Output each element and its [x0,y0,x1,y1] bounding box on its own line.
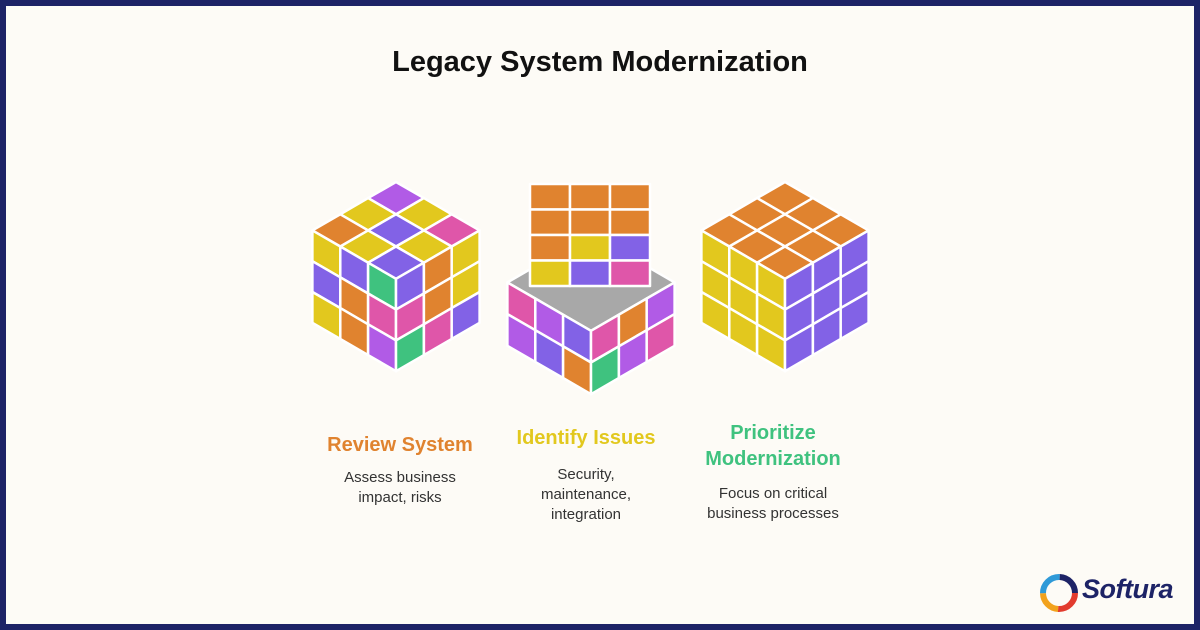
cube-tile [528,182,572,211]
step-prioritize: Prioritize Modernization Focus on critic… [673,420,873,524]
cube-tile [608,208,652,237]
step-description-line: Focus on critical [718,485,828,502]
step-heading: Prioritize [730,422,816,444]
disassembled-cube-icon [506,182,676,396]
cube-tile [528,259,572,288]
step-heading: Modernization [705,448,841,470]
cube-tile [568,208,612,237]
step-identify: Identify Issues Security, maintenance, i… [486,425,686,525]
step-description-line: Assess business [344,469,456,486]
cube-illustrations [311,180,870,396]
cube-tile [839,290,870,341]
step-description-line: business processes [707,505,839,522]
cube-tile [568,182,612,211]
step-heading: Identify Issues [516,427,656,449]
step-review: Review System Assess business impact, ri… [300,432,500,508]
diagram-canvas: Legacy System Modernization Review Syste… [6,6,1194,624]
step-description-line: impact, risks [358,489,442,506]
cube-tile [608,233,652,262]
step-description-line: maintenance, [540,486,632,503]
step-description-line: integration [550,506,622,523]
scrambled-cube-icon [311,180,481,373]
brand-name: Softura [1082,574,1174,604]
cube-tile [608,259,652,288]
cube-tile [528,208,572,237]
cube-tile [568,233,612,262]
softura-logo-icon [1040,574,1078,612]
brand-logo: Softura [1040,572,1180,616]
step-heading: Review System [327,434,473,456]
cube-tile [608,182,652,211]
cube-tile [450,290,481,341]
cube-tile [645,312,676,364]
step-description-line: Security, [557,466,615,483]
cube-tile [528,233,572,262]
cube-tile [568,259,612,288]
page-title: Legacy System Modernization [392,46,808,78]
solved-cube-icon [700,180,870,373]
